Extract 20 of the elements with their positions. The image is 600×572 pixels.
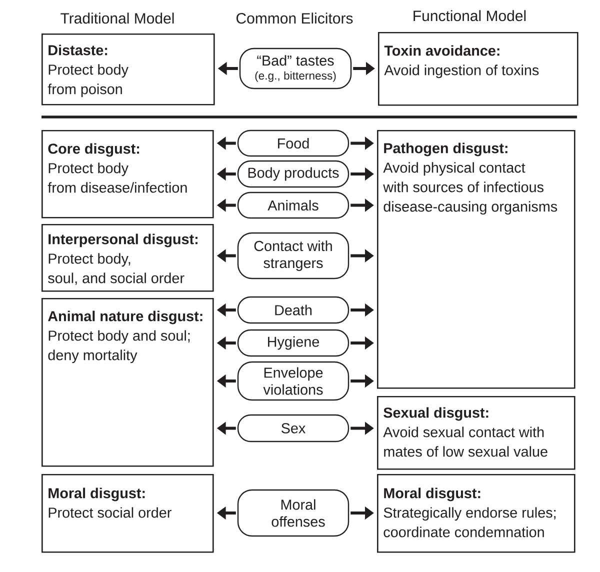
column-heading: Common Elicitors — [236, 12, 353, 24]
elicitor-box: Body products — [237, 160, 350, 188]
category-box: Toxin avoidance: Avoid ingestion of toxins — [378, 32, 578, 106]
category-box: Core disgust: Protect body from disease/infection — [42, 130, 214, 218]
elicitor-box: Animals — [237, 192, 350, 219]
elicitor-box: Death — [237, 296, 350, 324]
category-box: Animal nature disgust: Protect body and soul; deny mortality — [42, 298, 214, 467]
category-box: Moral disgust: Protect social order — [42, 474, 214, 553]
category-box: Distaste: Protect body from poison — [42, 34, 215, 106]
elicitor-box: Hygiene — [237, 329, 350, 357]
elicitor-box: Envelope violations — [237, 361, 350, 401]
category-box: Moral disgust: Strategically endorse rules; coordinate condemnation — [377, 474, 576, 553]
category-box: Interpersonal disgust: Protect body, soul, and social order — [42, 224, 214, 292]
elicitor-box: Contact with strangers — [237, 232, 350, 280]
elicitor-box: “Bad” tastes (e.g., bitterness) — [239, 48, 352, 90]
category-box: Pathogen disgust: Avoid physical contact with sources of infectious disease-causing organisms — [377, 130, 576, 389]
elicitor-box: Food — [237, 130, 350, 157]
category-box: Sexual disgust: Avoid sexual contact with mates of low sexual value — [377, 396, 576, 470]
elicitor-box: Moral offenses — [237, 489, 350, 537]
elicitor-box: Sex — [237, 414, 350, 442]
